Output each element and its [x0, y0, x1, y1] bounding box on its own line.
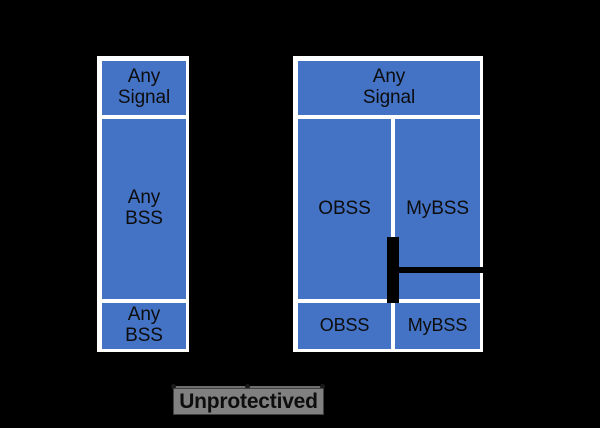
cell-label-right-obss-footer: OBSS — [319, 315, 370, 336]
resize-handle-top-center[interactable] — [245, 384, 250, 389]
unprotectived-textbox-label: Unprotectived — [179, 389, 318, 413]
cell-label-left-any-bss-footer: Any BSS — [125, 304, 163, 346]
cell-label-right-any-signal: Any Signal — [362, 66, 416, 108]
left-diagram-inner: Any Signal Any BSS Any BSS — [98, 57, 188, 351]
boundary-marker-leader-line[interactable] — [396, 267, 492, 273]
cell-right-obss-main[interactable]: OBSS — [298, 119, 391, 299]
cell-label-right-mybss-main: MyBSS — [406, 197, 469, 219]
cell-right-mybss-footer[interactable]: MyBSS — [395, 303, 480, 349]
unprotectived-textbox[interactable]: Unprotectived — [173, 388, 324, 415]
cell-left-any-bss-main[interactable]: Any BSS — [102, 119, 186, 299]
cell-label-left-any-signal: Any Signal — [117, 66, 171, 108]
cell-left-any-signal[interactable]: Any Signal — [102, 61, 186, 115]
resize-handle-top-left[interactable] — [171, 384, 176, 389]
cell-left-any-bss-footer[interactable]: Any BSS — [102, 303, 186, 349]
resize-handle-top-right[interactable] — [320, 384, 325, 389]
right-diagram[interactable]: Any Signal OBSS MyBSS OBSS MyBSS — [293, 56, 483, 352]
boundary-marker-bar[interactable] — [387, 237, 399, 303]
cell-label-right-obss-main: OBSS — [318, 197, 371, 219]
cell-right-any-signal[interactable]: Any Signal — [298, 61, 480, 115]
cell-label-right-mybss-footer: MyBSS — [407, 315, 468, 336]
cell-right-obss-footer[interactable]: OBSS — [298, 303, 391, 349]
right-diagram-inner: Any Signal OBSS MyBSS OBSS MyBSS — [294, 57, 482, 351]
left-diagram[interactable]: Any Signal Any BSS Any BSS — [97, 56, 189, 352]
cell-label-left-any-bss-main: Any BSS — [125, 187, 163, 229]
